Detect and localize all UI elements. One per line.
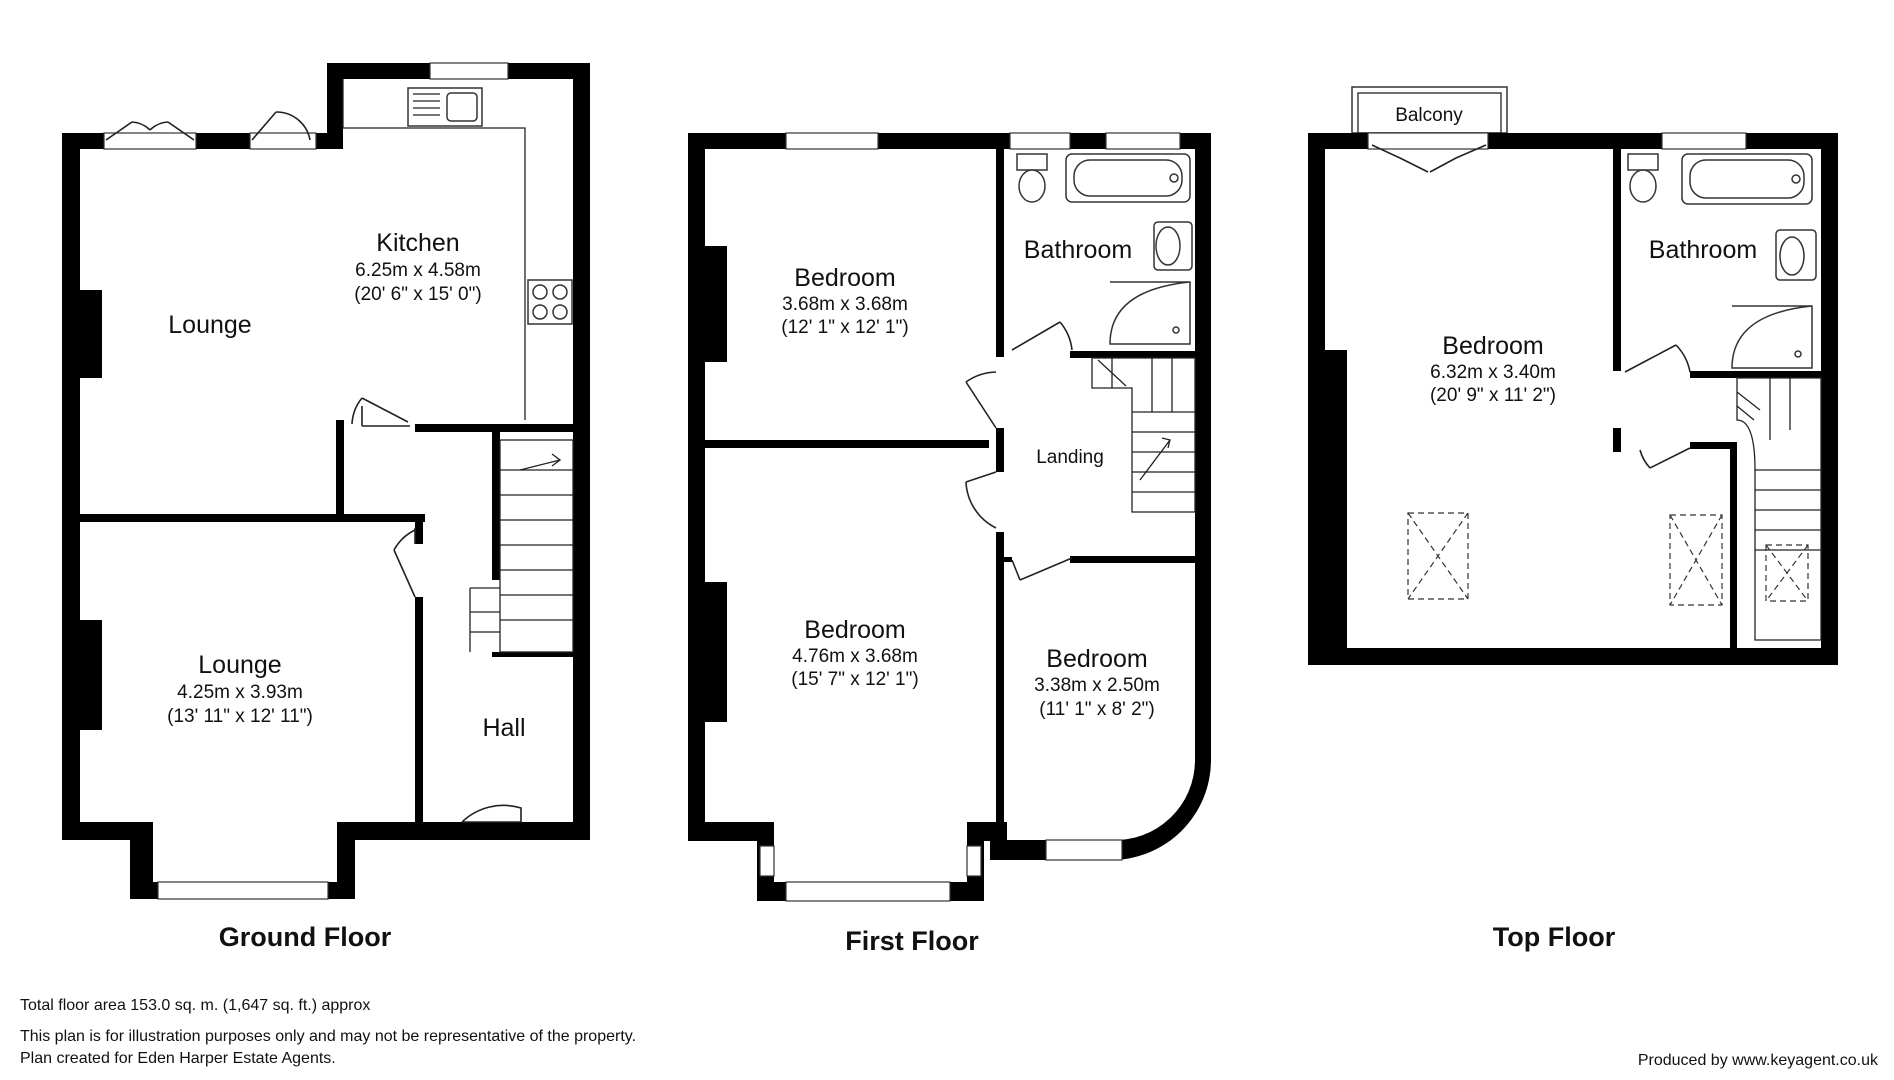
front-bay-window (157, 881, 329, 900)
balcony-door-frame (1367, 132, 1489, 150)
first-floor-walls (688, 133, 1211, 901)
top-floor-plan: Balcony (1308, 86, 1838, 952)
small-bedroom-window (1045, 839, 1123, 861)
small-bedroom-metric: 3.38m x 2.50m (1034, 675, 1160, 696)
top-toilet-icon (1627, 153, 1659, 171)
kitchen-imperial: (20' 6" x 15' 0") (354, 284, 481, 305)
back-bedroom-window (785, 132, 879, 150)
kitchen-door (351, 397, 410, 427)
small-bedroom-label: Bedroom (1046, 645, 1147, 673)
small-bedroom-door (1011, 557, 1073, 581)
created-for-text: Plan created for Eden Harper Estate Agen… (20, 1050, 336, 1067)
kitchen-units (342, 79, 573, 420)
top-bathroom-label: Bathroom (1649, 236, 1757, 264)
bathroom-window-left (1009, 132, 1071, 150)
top-shower-icon (1731, 305, 1813, 369)
top-bathroom-window (1661, 132, 1747, 150)
kitchen-window (429, 62, 509, 80)
bay-window-front (785, 881, 951, 902)
top-floor-title: Top Floor (1493, 922, 1616, 952)
toilet-icon (1016, 153, 1048, 171)
front-lounge-label: Lounge (198, 651, 281, 679)
ground-floor-title: Ground Floor (219, 922, 392, 952)
ground-stairs (469, 439, 574, 653)
shower-icon (1109, 281, 1191, 345)
bathroom-window-right (1105, 132, 1181, 150)
first-bathroom-fixtures (1016, 153, 1193, 345)
back-lounge-label: Lounge (168, 311, 251, 339)
ground-floor-walls (62, 63, 590, 899)
first-floor-plan: Bedroom 3.68m x 3.68m (12' 1" x 12' 1") … (688, 132, 1211, 956)
front-lounge-imperial: (13' 11" x 12' 11") (167, 706, 313, 727)
produced-by-text: Produced by www.keyagent.co.uk (1638, 1052, 1879, 1069)
landing-label: Landing (1036, 447, 1104, 468)
front-bedroom-door (965, 471, 997, 529)
skylight-icon (1407, 512, 1469, 600)
french-doors (103, 111, 317, 150)
skylight-icon (1669, 514, 1723, 606)
back-bedroom-door (965, 371, 997, 429)
skylight-icon (1765, 544, 1809, 602)
front-door (461, 804, 522, 823)
top-stairs (1736, 377, 1822, 641)
first-stairs (1091, 357, 1196, 513)
top-bedroom-metric: 6.32m x 3.40m (1430, 362, 1556, 383)
first-back-bedroom-metric: 3.68m x 3.68m (782, 294, 908, 315)
first-back-bedroom-imperial: (12' 1" x 12' 1") (781, 317, 908, 338)
top-floor-walls (1308, 133, 1838, 665)
first-front-bedroom-label: Bedroom (804, 616, 905, 644)
balcony-label: Balcony (1395, 105, 1463, 126)
top-bathroom-fixtures (1627, 153, 1817, 369)
kitchen-label: Kitchen (376, 229, 459, 257)
first-front-bedroom-metric: 4.76m x 3.68m (792, 646, 918, 667)
lounge-door (393, 528, 416, 598)
balcony-doors (1371, 144, 1487, 173)
top-landing-door (1639, 447, 1691, 469)
bathroom-door (1011, 321, 1073, 351)
small-bedroom-imperial: (11' 1" x 8' 2") (1039, 699, 1154, 720)
ground-floor-plan: Kitchen 6.25m x 4.58m (20' 6" x 15' 0") … (62, 62, 590, 952)
top-bedroom-imperial: (20' 9" x 11' 2") (1430, 385, 1556, 406)
first-bathroom-label: Bathroom (1024, 236, 1132, 264)
front-lounge-metric: 4.25m x 3.93m (177, 682, 303, 703)
kitchen-metric: 6.25m x 4.58m (355, 260, 481, 281)
first-back-bedroom-label: Bedroom (794, 264, 895, 292)
hall-label: Hall (482, 714, 525, 742)
balcony (1351, 86, 1508, 134)
first-front-bedroom-imperial: (15' 7" x 12' 1") (791, 669, 918, 690)
top-bedroom-label: Bedroom (1442, 332, 1543, 360)
total-floor-area: Total floor area 153.0 sq. m. (1,647 sq.… (20, 997, 370, 1014)
top-bathroom-door (1624, 344, 1691, 373)
disclaimer-text: This plan is for illustration purposes o… (20, 1028, 636, 1045)
first-floor-title: First Floor (845, 926, 979, 956)
